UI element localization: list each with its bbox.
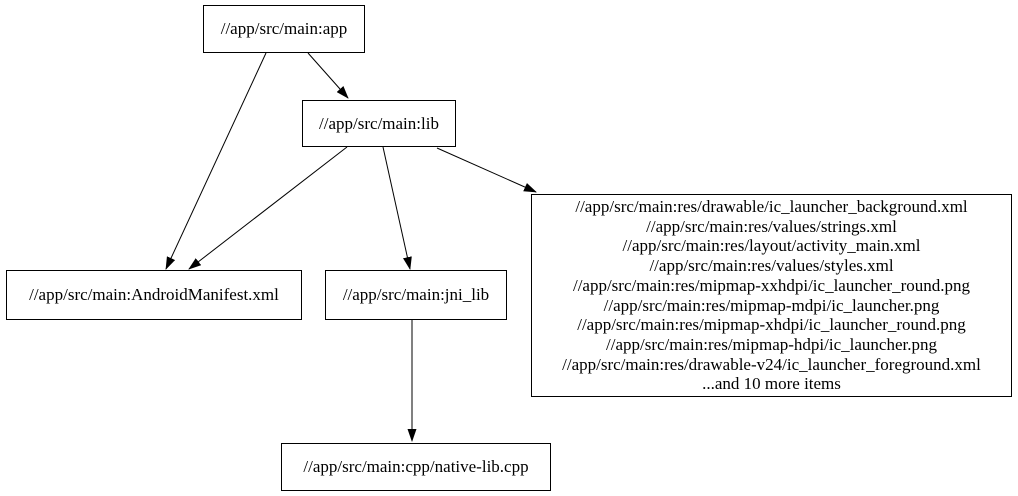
res-group-line: //app/src/main:res/values/strings.xml: [646, 216, 897, 236]
edge-lib-to-jni-lib: [382, 146, 412, 270]
res-group-line: //app/src/main:res/drawable-v24/ic_launc…: [562, 354, 981, 374]
res-group-line: //app/src/main:res/mipmap-hdpi/ic_launch…: [606, 334, 937, 354]
node-lib-label: //app/src/main:lib: [319, 113, 439, 133]
edge-lib-to-android-manifest: [188, 146, 348, 270]
edge-lib-to-res-group: [436, 147, 537, 193]
node-jni-lib-label: //app/src/main:jni_lib: [342, 285, 490, 304]
node-jni-lib: //app/src/main:jni_lib: [325, 270, 507, 320]
node-res-group: //app/src/main:res/drawable/ic_launcher_…: [531, 194, 1012, 397]
res-group-line: //app/src/main:res/layout/activity_main.…: [622, 236, 921, 256]
node-app: //app/src/main:app: [203, 5, 365, 53]
node-android-manifest: //app/src/main:AndroidManifest.xml: [6, 270, 302, 320]
edge-app-to-android-manifest: [165, 52, 267, 270]
res-group-line: //app/src/main:res/values/styles.xml: [649, 256, 894, 276]
res-group-line: //app/src/main:res/mipmap-xxhdpi/ic_laun…: [572, 275, 971, 295]
res-group-line: //app/src/main:res/mipmap-mdpi/ic_launch…: [603, 295, 940, 315]
res-group-line: //app/src/main:res/drawable/ic_launcher_…: [575, 196, 968, 216]
node-lib: //app/src/main:lib: [302, 100, 456, 147]
node-native-lib-cpp: //app/src/main:cpp/native-lib.cpp: [281, 443, 551, 491]
node-native-lib-cpp-label: //app/src/main:cpp/native-lib.cpp: [303, 457, 529, 476]
res-group-line: //app/src/main:res/mipmap-xhdpi/ic_launc…: [577, 315, 966, 335]
edge-app-to-lib: [307, 52, 349, 99]
node-app-label: //app/src/main:app: [220, 19, 348, 38]
res-group-more-items: ...and 10 more items: [702, 374, 841, 394]
node-android-manifest-label: //app/src/main:AndroidManifest.xml: [29, 285, 279, 304]
